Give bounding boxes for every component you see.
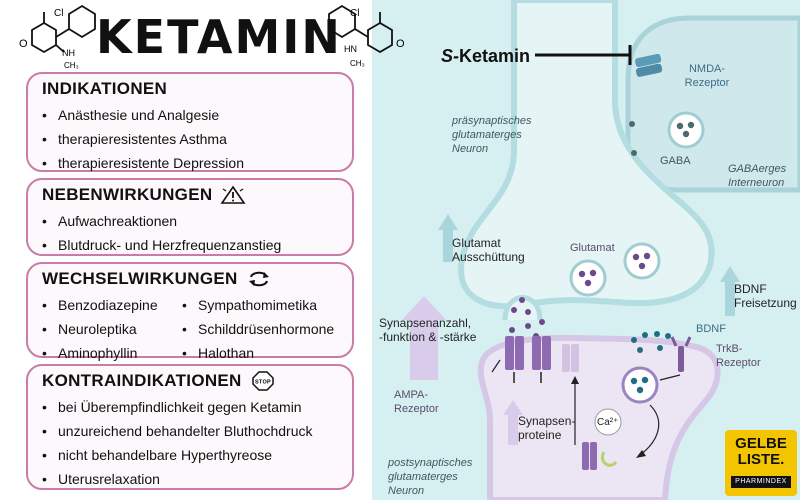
- svg-text:STOP: STOP: [255, 380, 271, 386]
- svg-text:CH₃: CH₃: [350, 59, 365, 68]
- stop-sign-icon: STOP: [251, 371, 274, 391]
- svg-text:Cl: Cl: [54, 8, 63, 19]
- indikationen-list: Anästhesie und Analgesie therapieresiste…: [42, 103, 338, 175]
- gaba-neuron-label: GABAerges Interneuron: [728, 163, 787, 189]
- svg-text:CH₃: CH₃: [64, 61, 79, 70]
- list-item: Aminophyllin: [42, 341, 182, 365]
- wechselwirkungen-heading: WECHSELWIRKUNGEN: [42, 269, 338, 289]
- list-item: Sympathomimetika: [182, 293, 342, 317]
- list-item: Halothan: [182, 341, 342, 365]
- logo-text: GELBE LISTE.: [735, 435, 787, 468]
- list-item: Anästhesie und Analgesie: [42, 103, 338, 127]
- kontraindikationen-box: KONTRAINDIKATIONEN STOP bei Überempfindl…: [26, 364, 354, 490]
- presynaptic-label: präsynaptisches glutamaterges Neuron: [452, 115, 532, 155]
- warning-icon: [220, 185, 246, 204]
- list-item: unzureichend behandelter Bluthochdruck: [42, 419, 338, 443]
- nmda-receptor-icon: [635, 53, 662, 68]
- list-item: therapieresistente Depression: [42, 151, 338, 175]
- synapse-arrow: [402, 296, 446, 380]
- calcium-label: Ca²⁺: [597, 417, 619, 428]
- presynaptic-neuron: [458, 0, 715, 310]
- bdnf-arrow: [720, 266, 740, 316]
- ampa-label: AMPA- Rezeptor: [394, 389, 439, 415]
- gelbe-liste-logo[interactable]: GELBE LISTE. PHARMINDEX: [725, 430, 797, 496]
- svg-text:Cl: Cl: [350, 8, 359, 19]
- ketamin-molecule-right: Cl O HN CH₃: [328, 4, 405, 68]
- list-item: bei Überempfindlichkeit gegen Ketamin: [42, 395, 338, 419]
- ampa-receptor-icon: [505, 336, 514, 370]
- postsynaptic-label: postsynaptisches glutamaterges Neuron: [388, 457, 473, 497]
- list-item: nicht behandelbare Hyperthyreose: [42, 443, 338, 467]
- indikationen-box: INDIKATIONEN Anästhesie und Analgesie th…: [26, 72, 354, 172]
- page-title: KETAMIN: [96, 10, 342, 64]
- nmda-label: NMDA- Rezeptor: [684, 63, 730, 89]
- glutamat-vesicle-1: [623, 242, 661, 280]
- synapse-number-label: Synapsenanzahl, -funktion & -stärke: [379, 316, 477, 344]
- list-item: Schilddrüsenhormone: [182, 317, 342, 341]
- kontraindikationen-heading: KONTRAINDIKATIONEN STOP: [42, 371, 338, 391]
- bdnf-label: BDNF: [696, 323, 726, 335]
- svg-text:HN: HN: [344, 44, 357, 54]
- gaba-vesicle: [667, 111, 705, 149]
- protein-arrow: [503, 400, 523, 445]
- trkb-label: TrkB- Rezeptor: [716, 343, 761, 369]
- exchange-icon: [248, 271, 269, 287]
- list-item: Benzodiazepine: [42, 293, 182, 317]
- ketamin-label: S-Ketamin: [441, 46, 531, 66]
- bdnf-release-label: BDNF Freisetzung: [734, 282, 797, 310]
- list-item: Neuroleptika: [42, 317, 182, 341]
- logo-subtitle: PHARMINDEX: [731, 476, 791, 488]
- glutamat-vesicle-2: [569, 259, 607, 297]
- trkb-receptor-icon: [678, 346, 684, 372]
- wechselwirkungen-list: Benzodiazepine Sympathomimetika Neurolep…: [42, 293, 338, 365]
- synapse-proteins-label: Synapsen- proteine: [518, 414, 576, 442]
- svg-text:O: O: [19, 38, 28, 50]
- glutamat-label: Glutamat: [570, 242, 615, 254]
- indikationen-heading: INDIKATIONEN: [42, 79, 168, 98]
- list-item: Blutdruck- und Herzfrequenzanstieg: [42, 233, 338, 257]
- svg-text:NH: NH: [62, 48, 75, 58]
- gaba-label: GABA: [660, 155, 691, 167]
- nebenwirkungen-heading: NEBENWIRKUNGEN: [42, 185, 338, 205]
- svg-text:O: O: [396, 38, 405, 50]
- ketamin-molecule-left: Cl O NH CH₃: [19, 4, 96, 70]
- list-item: therapieresistentes Asthma: [42, 127, 338, 151]
- nebenwirkungen-list: Aufwachreaktionen Blutdruck- und Herzfre…: [42, 209, 338, 257]
- protein-vesicle: [621, 366, 659, 404]
- glutamat-release-label: Glutamat Ausschüttung: [452, 236, 525, 264]
- calcium-ion: [594, 408, 622, 436]
- nebenwirkungen-box: NEBENWIRKUNGEN Aufwachreaktionen Blutdru…: [26, 178, 354, 256]
- glutamat-arrow: [438, 214, 458, 262]
- kontraindikationen-list: bei Überempfindlichkeit gegen Ketamin un…: [42, 395, 338, 491]
- list-item: Uterusrelaxation: [42, 467, 338, 491]
- list-item: Aufwachreaktionen: [42, 209, 338, 233]
- wechselwirkungen-box: WECHSELWIRKUNGEN Benzodiazepine Sympatho…: [26, 262, 354, 361]
